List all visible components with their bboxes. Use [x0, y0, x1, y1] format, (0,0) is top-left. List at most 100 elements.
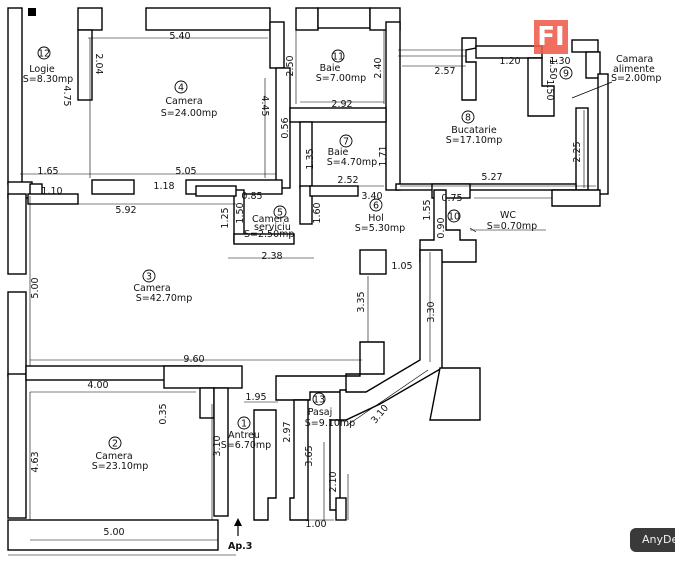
room-name: Camera [133, 283, 170, 294]
dim-label: 2.04 [93, 53, 104, 74]
room-12-logie: 12 Logie S=8.30mp [23, 46, 73, 85]
dim-label: 2.38 [261, 251, 282, 262]
room-area: S=23.10mp [92, 461, 148, 472]
room-5-camera-serviciu: 5 Camera serviciu S=2.50mp [244, 205, 294, 240]
room-name-line1: Camera [252, 214, 289, 225]
dim-label: 4.45 [259, 95, 270, 116]
dim-label: 3.30 [426, 301, 437, 322]
dim-label: 0.35 [158, 403, 169, 424]
room-name: Camera [95, 451, 132, 462]
room-name: Hol [368, 213, 384, 224]
dim-label: 0.75 [441, 193, 462, 204]
room-labels: 12 Logie S=8.30mp 4 Camera S=24.00mp 11 … [23, 46, 661, 472]
room-number-marker [174, 80, 188, 94]
room-13-pasaj: 13 Pasaj S=9.10mp [305, 392, 355, 429]
room-number: 12 [38, 49, 50, 60]
dim-label: 0.56 [280, 117, 291, 138]
dim-label: 1.60 [312, 202, 323, 223]
room-number-marker [447, 209, 461, 223]
room-number: 5 [277, 208, 283, 219]
dim-label: 1.50 [235, 202, 246, 223]
room-number-marker [37, 46, 51, 60]
logo-text: FI [537, 22, 565, 52]
dim-label: 2.97 [282, 421, 293, 442]
dim-label: 1.95 [245, 392, 266, 403]
room-number: 11 [332, 52, 344, 63]
room-number: 6 [373, 201, 379, 212]
dim-label: 2.25 [572, 141, 583, 162]
dim-label: 2.10 [328, 471, 339, 492]
room-number: 10 [448, 212, 460, 223]
room-area: S=24.00mp [161, 108, 217, 119]
room-number: 1 [241, 419, 247, 430]
dim-label: 1.10 [41, 186, 62, 197]
dim-label: 1.00 [305, 519, 326, 530]
room-number-marker [237, 416, 251, 430]
watermark-badge[interactable]: AnyDe [630, 528, 675, 552]
dim-label: 5.92 [115, 205, 136, 216]
dim-label: 2.40 [373, 57, 384, 78]
room-number-marker [108, 436, 122, 450]
logo-mark [534, 20, 568, 54]
walls [7, 7, 609, 551]
room-2-camera: 2 Camera S=23.10mp [92, 436, 148, 472]
room-number-marker [273, 205, 287, 219]
room-1-antreu: 1 Antreu S=6.70mp [221, 416, 271, 451]
room-6-hol: 6 Hol S=5.30mp [355, 198, 405, 234]
room-name: Baie [320, 63, 341, 74]
room-area: S=6.70mp [221, 440, 271, 451]
room-8-bucatarie: 8 Bucatarie S=17.10mp [446, 110, 502, 146]
room-area: S=2.00mp [611, 73, 661, 84]
room-3-camera: 3 Camera S=42.70mp [133, 269, 192, 304]
dim-label: 3.40 [361, 191, 382, 202]
dim-label: 1.18 [153, 181, 174, 192]
dim-label: 1.35 [305, 148, 316, 169]
dim-label: 5.00 [30, 277, 41, 298]
room-number-marker [142, 269, 156, 283]
room-number-marker [339, 134, 353, 148]
room-number-marker [331, 49, 345, 63]
room-name: Bucatarie [451, 125, 497, 136]
dim-label: 5.05 [175, 166, 196, 177]
dim-label: 1.71 [378, 145, 389, 166]
dimension-lines [8, 30, 596, 556]
room-number: 4 [178, 83, 184, 94]
dim-label: 3.10 [212, 435, 223, 456]
room-number-marker [312, 392, 326, 406]
room-11-baie: 11 Baie S=7.00mp [316, 49, 366, 84]
leader-line [469, 227, 477, 233]
dim-label: 5.27 [481, 172, 502, 183]
dim-label: 1.50 [544, 79, 555, 100]
room-number: 2 [112, 439, 118, 450]
dim-label: 4.63 [30, 451, 41, 472]
room-4-camera: 4 Camera S=24.00mp [161, 80, 217, 119]
room-9-camara: 9 Camara alimente S=2.00mp [559, 54, 661, 84]
room-area: S=17.10mp [446, 135, 502, 146]
room-area: S=4.70mp [327, 157, 377, 168]
room-area: S=9.10mp [305, 418, 355, 429]
room-name-line1: Camara [616, 54, 653, 65]
room-area: S=7.00mp [316, 73, 366, 84]
dim-label: 9.60 [183, 354, 204, 365]
room-number: 9 [563, 69, 569, 80]
room-number-marker [559, 66, 573, 80]
room-name-line2: alimente [613, 64, 655, 75]
leader-line [571, 81, 613, 99]
room-name: Pasaj [308, 407, 333, 418]
dim-label: 2.52 [337, 175, 358, 186]
dim-label: 1.55 [422, 199, 433, 220]
room-area: S=0.70mp [487, 221, 537, 232]
dim-label: 5.40 [169, 31, 190, 42]
dim-label: 3.35 [356, 291, 367, 312]
dim-label: 0.85 [241, 191, 262, 202]
room-area: S=8.30mp [23, 74, 73, 85]
dim-label: 1.20 [499, 56, 520, 67]
dim-label: 2.50 [285, 55, 296, 76]
dim-label: 0.90 [436, 217, 447, 238]
dim-label: 2.92 [331, 99, 352, 110]
room-name: WC [500, 210, 516, 221]
room-area: S=2.50mp [244, 229, 294, 240]
room-7-baie: 7 Baie S=4.70mp [327, 134, 377, 168]
room-name: Baie [328, 147, 349, 158]
room-number: 7 [343, 137, 349, 148]
